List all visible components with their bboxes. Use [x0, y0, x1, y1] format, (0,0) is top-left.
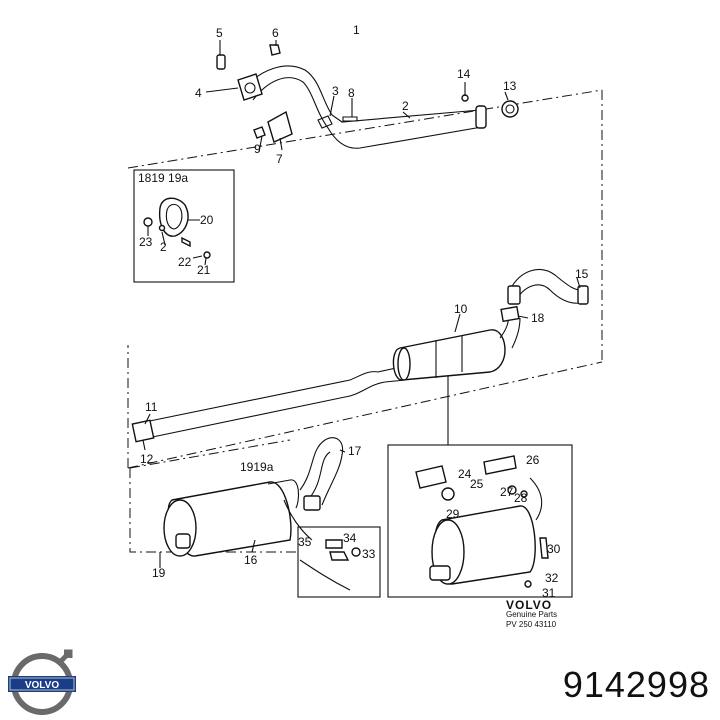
rear-silencer: [159, 437, 344, 568]
label-30: 30: [547, 542, 561, 556]
stamp-code: PV 250 43110: [506, 620, 557, 629]
volvo-logo: VOLVO: [8, 649, 76, 715]
genuine-parts-stamp: VOLVO Genuine Parts PV 250 43110: [506, 598, 558, 630]
section-boundary-lower: [129, 439, 300, 553]
intermediate-pipe-silencer: [131, 269, 589, 443]
front-pipe: [244, 65, 487, 149]
inset2-header: 1919a: [240, 460, 274, 474]
stamp-subtitle: Genuine Parts: [506, 610, 558, 619]
label-20: 20: [200, 213, 214, 227]
label-8: 8: [348, 86, 355, 100]
stamp-brand: VOLVO: [506, 598, 553, 612]
label-33: 33: [362, 547, 376, 561]
label-16: 16: [244, 553, 258, 567]
label-29: 29: [446, 507, 460, 521]
inset1-header: 1819 19a: [138, 171, 188, 185]
inset-clamp-detail: [133, 169, 235, 283]
label-2-inset: 2: [160, 240, 167, 254]
label-14: 14: [457, 67, 471, 81]
label-6: 6: [272, 26, 279, 40]
label-34: 34: [343, 531, 357, 545]
inset-rear-mount-detail: [387, 444, 573, 598]
label-12: 12: [140, 452, 154, 466]
label-31: 31: [542, 586, 556, 600]
label-28: 28: [514, 491, 528, 505]
pipe-end-clamp: [475, 105, 487, 129]
label-13: 13: [503, 79, 517, 93]
section-boundary-upper: [127, 89, 603, 469]
label-32: 32: [545, 571, 559, 585]
label-17: 17: [348, 444, 362, 458]
label-15: 15: [575, 267, 589, 281]
label-1: 1: [353, 23, 360, 37]
label-5: 5: [216, 26, 223, 40]
manifold-flange: [216, 44, 281, 101]
label-21: 21: [197, 263, 211, 277]
label-25: 25: [470, 477, 484, 491]
label-10: 10: [454, 302, 468, 316]
svg-text:VOLVO: VOLVO: [25, 680, 59, 691]
hanger-bracket: [253, 110, 293, 143]
part-number: 9142998: [562, 664, 710, 705]
label-4: 4: [195, 86, 202, 100]
label-23: 23: [139, 235, 153, 249]
label-7: 7: [276, 152, 283, 166]
label-24: 24: [458, 467, 472, 481]
label-3: 3: [332, 84, 339, 98]
label-19: 19: [152, 566, 166, 580]
label-2: 2: [402, 99, 409, 113]
label-22: 22: [178, 255, 192, 269]
label-27: 27: [500, 485, 514, 499]
label-35: 35: [298, 535, 312, 549]
label-26: 26: [526, 453, 540, 467]
label-18: 18: [531, 311, 545, 325]
clamp-ring-13: [501, 100, 519, 118]
label-9: 9: [254, 142, 261, 156]
inset-hanger-detail: [297, 526, 381, 598]
label-11: 11: [145, 400, 158, 414]
